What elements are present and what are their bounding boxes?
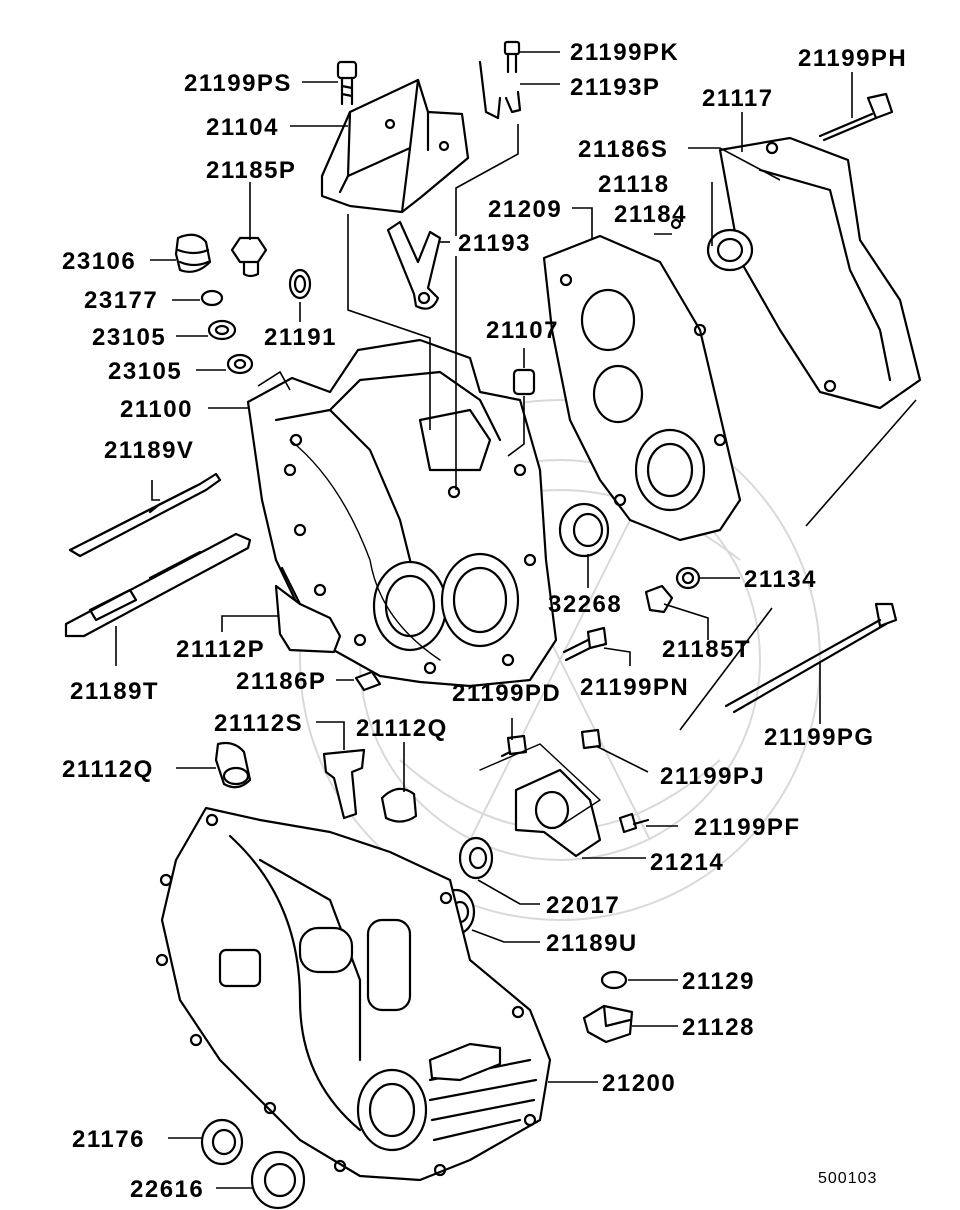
label-21186p: 21186P — [236, 668, 326, 695]
label-21214: 21214 — [650, 849, 724, 876]
cap-21112q-left — [214, 741, 252, 789]
cover-21209 — [542, 234, 742, 542]
bolt-21199pg — [724, 602, 898, 714]
bolt-21199pn — [562, 626, 608, 662]
label-23105-upper: 23105 — [92, 324, 166, 351]
fork-21193 — [386, 220, 442, 310]
plate-21112p — [274, 566, 342, 654]
rail-21189v — [68, 472, 222, 558]
seal-21176 — [200, 1118, 244, 1166]
label-21186s: 21186S — [578, 136, 668, 163]
label-22017: 22017 — [546, 892, 620, 919]
label-21209: 21209 — [488, 196, 562, 223]
label-21189u: 21189U — [546, 930, 638, 957]
label-21199pk: 21199PK — [570, 39, 679, 66]
label-21185t: 21185T — [662, 636, 751, 663]
label-21199pj: 21199PJ — [660, 763, 765, 790]
pin-21193p — [478, 60, 522, 120]
cover-21117 — [706, 136, 922, 410]
label-21199ph: 21199PH — [798, 45, 907, 72]
clip-21128 — [582, 1004, 634, 1044]
label-21112s: 21112S — [214, 710, 303, 737]
pin-21184 — [670, 218, 682, 230]
cap-21129 — [600, 970, 628, 990]
label-21112q-right: 21112Q — [356, 715, 448, 742]
label-21134: 21134 — [744, 566, 817, 593]
bolt-21199ph — [818, 92, 894, 142]
label-23105-lower: 23105 — [108, 358, 182, 385]
label-21118: 21118 — [598, 171, 670, 198]
seal-22616 — [250, 1150, 306, 1210]
part-labels: 21199PS 21104 21185P 23106 23177 23105 2… — [62, 39, 907, 1203]
label-21199pg: 21199PG — [764, 724, 875, 751]
leader-lines — [115, 51, 917, 1189]
label-21112q-left: 21112Q — [62, 756, 154, 783]
seal-22017 — [458, 836, 494, 880]
label-21129: 21129 — [682, 968, 755, 995]
plate-21214 — [479, 743, 602, 858]
label-21176: 21176 — [72, 1126, 145, 1153]
label-21193p: 21193P — [570, 74, 660, 101]
screw-21199pf — [618, 812, 650, 834]
ring-21191 — [288, 268, 312, 300]
label-21193: 21193 — [458, 230, 531, 257]
label-21185p: 21185P — [206, 157, 296, 184]
label-21117: 21117 — [702, 85, 774, 112]
rail-21189t — [64, 532, 252, 638]
label-21189v: 21189V — [104, 437, 194, 464]
label-22616: 22616 — [130, 1176, 204, 1203]
label-21199ps: 21199PS — [184, 70, 292, 97]
label-32268: 32268 — [548, 591, 622, 618]
label-23106: 23106 — [62, 248, 136, 275]
label-21191: 21191 — [264, 324, 337, 351]
pin-21186p — [354, 670, 382, 692]
seal-32268 — [558, 502, 610, 558]
label-21200: 21200 — [602, 1070, 676, 1097]
plug-21185t — [644, 584, 674, 614]
bolt-21199pd — [500, 734, 528, 758]
label-21112p: 21112P — [176, 636, 265, 663]
clutch-housing-21200 — [155, 806, 552, 1182]
label-21128: 21128 — [682, 1014, 755, 1041]
bushing-23105-upper — [207, 319, 237, 341]
transfer-case-21100 — [246, 338, 558, 688]
plug-21185p — [230, 236, 268, 278]
bushing-23105-lower — [226, 353, 254, 375]
diagram-code: 500103 — [818, 1170, 877, 1187]
label-21100: 21100 — [120, 396, 193, 423]
label-21184: 21184 — [614, 201, 687, 228]
cap-21112q-right — [380, 787, 418, 823]
bolt-21199pj — [580, 728, 602, 750]
label-21199pn: 21199PN — [580, 674, 689, 701]
label-21104: 21104 — [206, 114, 279, 141]
bolt-21199pk — [503, 40, 521, 74]
label-21199pd: 21199PD — [452, 680, 561, 707]
boot-23106 — [174, 233, 212, 273]
bushing-23177 — [200, 289, 224, 307]
plug-21107 — [512, 368, 536, 396]
pipe-21112s — [322, 748, 366, 820]
label-21199pf: 21199PF — [694, 814, 801, 841]
label-23177: 23177 — [84, 287, 158, 314]
label-21189t: 21189T — [70, 678, 159, 705]
label-21107: 21107 — [486, 317, 559, 344]
ring-21134 — [675, 566, 701, 590]
bolt-21199ps — [336, 60, 358, 106]
bracket-21104 — [320, 78, 470, 214]
